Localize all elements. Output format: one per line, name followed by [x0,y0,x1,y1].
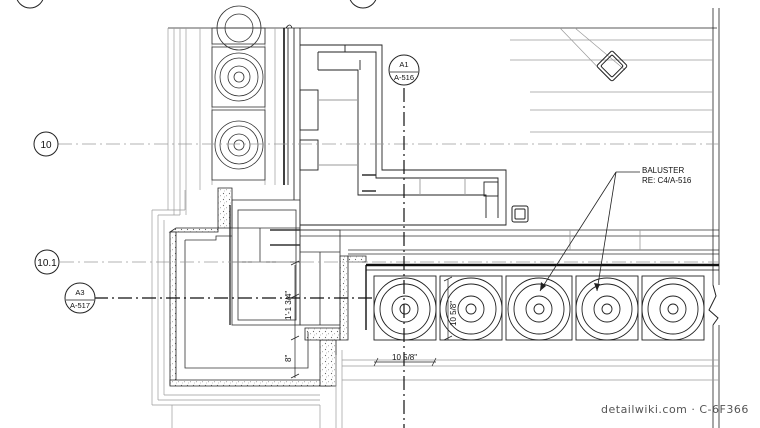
dimension-vertical-2: 8" [284,355,293,362]
grid-lines [58,143,719,263]
leader-line-1 [539,171,617,292]
diamond-post [596,50,628,82]
watermark: detailwiki.com · C-6F366 [601,403,749,416]
left-rosette-panels [211,5,266,181]
stepped-wall [299,44,507,226]
break-line [708,284,719,326]
note-line-1: BALUSTER [642,166,684,175]
rosette-2 [214,120,264,170]
vertical-wall [283,24,301,230]
grid-bubble-10-1: 10.1 [34,249,60,275]
upper-slab-lines [510,27,713,133]
baluster-3 [575,275,639,341]
section-tag-a1: A1 A-516 [388,54,420,86]
section-tag-a3-sheet: A-517 [70,301,90,310]
section-tag-a3: A3 A-517 [64,282,96,314]
baluster-4 [641,275,705,341]
grid-label-10-1: 10.1 [37,258,57,269]
section-tag-a3-number: A3 [75,288,84,297]
dimension-vertical-1: 1'-1 3/4" [284,291,293,320]
section-tag-a1-sheet: A-516 [394,73,414,82]
small-square-post [511,205,529,223]
grid-label-10: 10 [40,140,52,151]
concrete-pier [168,187,367,387]
leader-line-2 [596,171,617,292]
rosette-0 [216,5,262,51]
baluster-0 [373,275,437,341]
grid-bubble-10: 10 [33,131,59,157]
section-tag-a1-number: A1 [399,60,408,69]
dimension-baluster-width: 10 5/8" [392,353,417,362]
dimension-lines [290,260,453,379]
lower-outer-contour [171,350,719,428]
dimension-baluster-height: 10 5/8" [449,301,458,326]
baluster-row [373,275,705,341]
note-line-2: RE: C4/A-516 [642,176,692,185]
rosette-1 [214,52,264,102]
baluster-2 [505,275,573,341]
drawing-border-lines [168,8,720,428]
baluster-note: BALUSTER RE: C4/A-516 [539,166,692,292]
mid-horizontal-bands [300,229,719,255]
partial-bubbles-top [16,0,377,9]
baluster-1 [439,275,503,341]
section-lines [94,88,405,428]
